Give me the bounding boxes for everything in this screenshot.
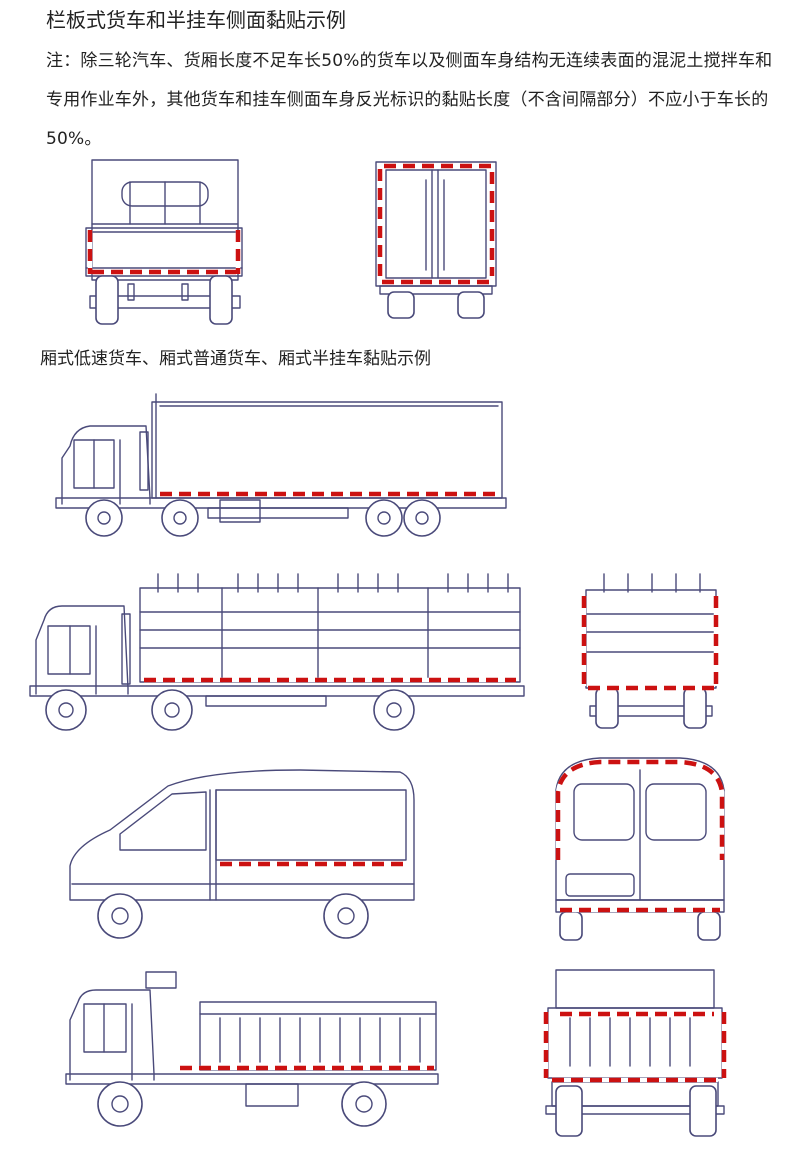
panel-ribs: [219, 1017, 421, 1063]
reflective-strip: [543, 1011, 727, 1083]
regulation-note: 注：除三轮汽车、货厢长度不足车长50%的货车以及侧面车身结构无连续表面的混泥土搅…: [46, 51, 773, 149]
cargo-truck-rear-view: [543, 969, 727, 1137]
page-title: 栏板式货车和半挂车侧面黏贴示例: [46, 8, 346, 32]
reflective-strip: [87, 230, 241, 275]
box-truck-side-view: [55, 393, 507, 537]
panel-ribs: [569, 1017, 691, 1067]
box-van-rear-view: [375, 161, 497, 319]
stake-posts: [157, 573, 509, 593]
reflective-strip: [377, 163, 495, 285]
cargo-truck-side-view: [65, 971, 439, 1127]
van-rear-view: [555, 757, 725, 941]
stake-truck-side-view: [29, 573, 525, 731]
section-title-box-trucks: 厢式低速货车、厢式普通货车、厢式半挂车黏贴示例: [40, 349, 431, 369]
reflective-strip: [581, 596, 719, 691]
van-side-view: [69, 769, 415, 939]
stake-truck-rear-view: [85, 159, 243, 325]
reflective-strip: [555, 759, 725, 913]
stake-truck-rear-view-2: [581, 573, 719, 729]
